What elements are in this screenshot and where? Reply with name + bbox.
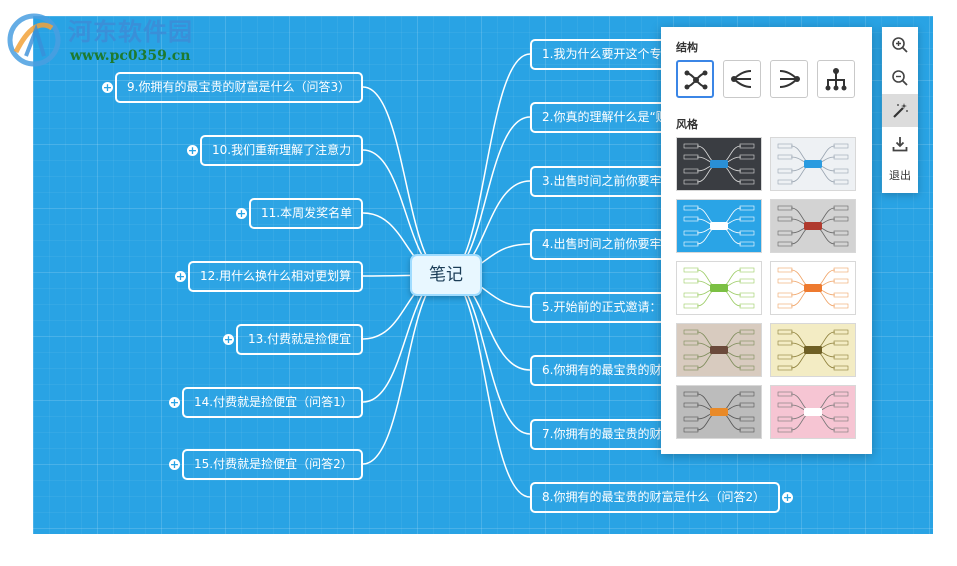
- right-toolbar: 退出: [882, 27, 918, 193]
- theme-preview-icon: [683, 329, 755, 371]
- expand-toggle[interactable]: +: [102, 81, 113, 94]
- theme-preview-icon: [683, 143, 755, 185]
- branch-line: [445, 274, 531, 498]
- theme-preview-icon: [777, 391, 849, 433]
- topic-node-left[interactable]: 10.我们重新理解了注意力: [200, 135, 363, 166]
- theme-beige-brown[interactable]: [676, 323, 762, 377]
- structure-heading: 结构: [676, 41, 698, 54]
- expand-toggle[interactable]: +: [223, 333, 234, 346]
- topic-node-left[interactable]: 15.付费就是捡便宜（问答2）: [182, 449, 363, 480]
- exit-button[interactable]: 退出: [889, 169, 911, 182]
- theme-pink[interactable]: [770, 385, 856, 439]
- site-watermark: 河东软件园 www.pc0359.cn: [2, 10, 212, 68]
- branch-line: [362, 86, 447, 276]
- expand-toggle[interactable]: +: [782, 491, 793, 504]
- theme-gray-orange[interactable]: [676, 385, 762, 439]
- central-topic[interactable]: 笔记: [410, 254, 482, 296]
- theme-preview-icon: [777, 205, 849, 247]
- mindmap-icon: [684, 70, 708, 90]
- branch-line: [362, 274, 447, 465]
- export-button[interactable]: [882, 127, 918, 160]
- topic-node-left[interactable]: 14.付费就是捡便宜（问答1）: [182, 387, 363, 418]
- topic-node-left[interactable]: 9.你拥有的最宝贵的财富是什么（问答3）: [115, 72, 363, 103]
- expand-toggle[interactable]: +: [175, 270, 186, 283]
- branch-line: [445, 53, 531, 276]
- style-button[interactable]: [882, 94, 918, 127]
- theme-cream-olive[interactable]: [770, 323, 856, 377]
- zoom-out-icon: [892, 70, 908, 86]
- theme-dark[interactable]: [676, 137, 762, 191]
- topic-node-left[interactable]: 12.用什么换什么相对更划算: [188, 261, 363, 292]
- watermark-url: www.pc0359.cn: [70, 48, 191, 64]
- theme-gray-red[interactable]: [770, 199, 856, 253]
- download-icon: [892, 137, 908, 152]
- branch-line: [445, 116, 531, 276]
- theme-preview-icon: [683, 267, 755, 309]
- theme-blue[interactable]: [676, 199, 762, 253]
- zoom-in-button[interactable]: [882, 28, 918, 61]
- expand-toggle[interactable]: +: [236, 207, 247, 220]
- theme-preview-icon: [777, 143, 849, 185]
- org-chart-icon: [825, 68, 847, 91]
- topic-node-right[interactable]: 8.你拥有的最宝贵的财富是什么（问答2）: [530, 482, 780, 513]
- watermark-site-name: 河东软件园: [68, 17, 193, 46]
- theme-white-orange[interactable]: [770, 261, 856, 315]
- style-heading: 风格: [676, 118, 698, 131]
- theme-preview-icon: [777, 329, 849, 371]
- left-tree-icon: [731, 70, 752, 88]
- expand-toggle[interactable]: +: [169, 458, 180, 471]
- structure-option-org-chart[interactable]: [817, 60, 855, 98]
- style-panel: 结构: [661, 27, 872, 454]
- structure-option-right-tree[interactable]: [770, 60, 808, 98]
- zoom-out-button[interactable]: [882, 61, 918, 94]
- structure-option-left-tree[interactable]: [723, 60, 761, 98]
- magic-wand-icon: [893, 103, 908, 118]
- branch-line: [445, 274, 531, 435]
- theme-preview-icon: [777, 267, 849, 309]
- theme-white-green[interactable]: [676, 261, 762, 315]
- theme-preview-icon: [683, 391, 755, 433]
- topic-node-left[interactable]: 13.付费就是捡便宜: [236, 324, 363, 355]
- structure-option-mindmap[interactable]: [676, 60, 714, 98]
- right-tree-icon: [779, 70, 800, 88]
- zoom-in-icon: [892, 37, 908, 53]
- expand-toggle[interactable]: +: [187, 144, 198, 157]
- watermark-logo-icon: [7, 13, 61, 67]
- topic-node-left[interactable]: 11.本周发奖名单: [249, 198, 363, 229]
- expand-toggle[interactable]: +: [169, 396, 180, 409]
- theme-light-gray[interactable]: [770, 137, 856, 191]
- theme-preview-icon: [683, 205, 755, 247]
